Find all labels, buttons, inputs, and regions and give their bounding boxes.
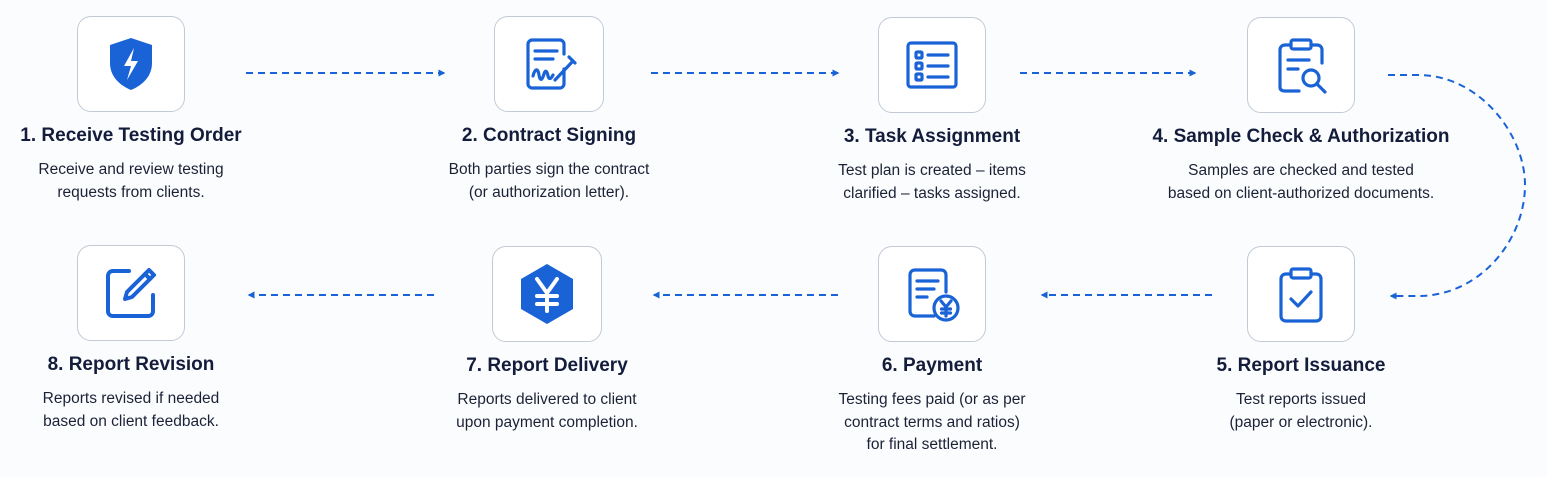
step-8-icon-box: [77, 245, 185, 341]
step-3-task-assignment: 3. Task Assignment Test plan is created …: [767, 17, 1097, 205]
step-3-title: 3. Task Assignment: [843, 126, 1021, 147]
step-7-report-delivery: 7. Report Delivery Reports delivered to …: [382, 246, 712, 434]
task-list-icon: [906, 41, 958, 89]
step-4-description: Samples are checked and tested based on …: [1167, 162, 1435, 202]
step-6-title: 6. Payment: [881, 355, 983, 376]
step-5-title: 5. Report Issuance: [1216, 355, 1386, 376]
step-6-icon-box: [878, 246, 986, 342]
step-3-description: Test plan is created – items clarified –…: [838, 162, 1026, 202]
yen-hexagon-icon: [521, 264, 573, 324]
step-3-icon-box: [878, 17, 986, 113]
step-7-title: 7. Report Delivery: [466, 355, 628, 376]
invoice-yen-icon: [908, 268, 960, 322]
step-2-title: 2. Contract Signing: [461, 125, 637, 146]
step-1-receive-testing-order: 1. Receive Testing Order Receive and rev…: [0, 16, 296, 204]
step-5-report-issuance: 5. Report Issuance Test reports issued (…: [1136, 246, 1466, 434]
contract-signature-icon: [526, 38, 577, 90]
shield-lightning-icon: [110, 38, 152, 90]
step-5-description: Test reports issued (paper or electronic…: [1229, 391, 1373, 431]
step-2-description: Both parties sign the contract (or autho…: [448, 161, 650, 201]
step-4-icon-box: [1247, 17, 1355, 113]
step-1-title: 1. Receive Testing Order: [20, 125, 242, 146]
step-8-title: 8. Report Revision: [47, 354, 215, 375]
step-2-contract-signing: 2. Contract Signing Both parties sign th…: [384, 16, 714, 204]
step-1-description: Receive and review testing requests from…: [38, 161, 224, 201]
step-8-report-revision: 8. Report Revision Reports revised if ne…: [0, 245, 296, 433]
step-1-icon-box: [77, 16, 185, 112]
step-4-sample-check-authorization: 4. Sample Check & Authorization Samples …: [1136, 17, 1466, 205]
edit-pencil-icon: [106, 268, 156, 318]
step-7-icon-box: [492, 246, 602, 342]
step-5-icon-box: [1247, 246, 1355, 342]
step-8-description: Reports revised if needed based on clien…: [42, 390, 220, 430]
clipboard-search-icon: [1278, 38, 1327, 94]
step-7-description: Reports delivered to client upon payment…: [456, 391, 638, 431]
step-6-payment: 6. Payment Testing fees paid (or as per …: [767, 246, 1097, 457]
step-2-icon-box: [494, 16, 604, 112]
step-6-description: Testing fees paid (or as per contract te…: [838, 391, 1026, 453]
clipboard-check-icon: [1279, 267, 1323, 323]
step-4-title: 4. Sample Check & Authorization: [1152, 126, 1450, 147]
